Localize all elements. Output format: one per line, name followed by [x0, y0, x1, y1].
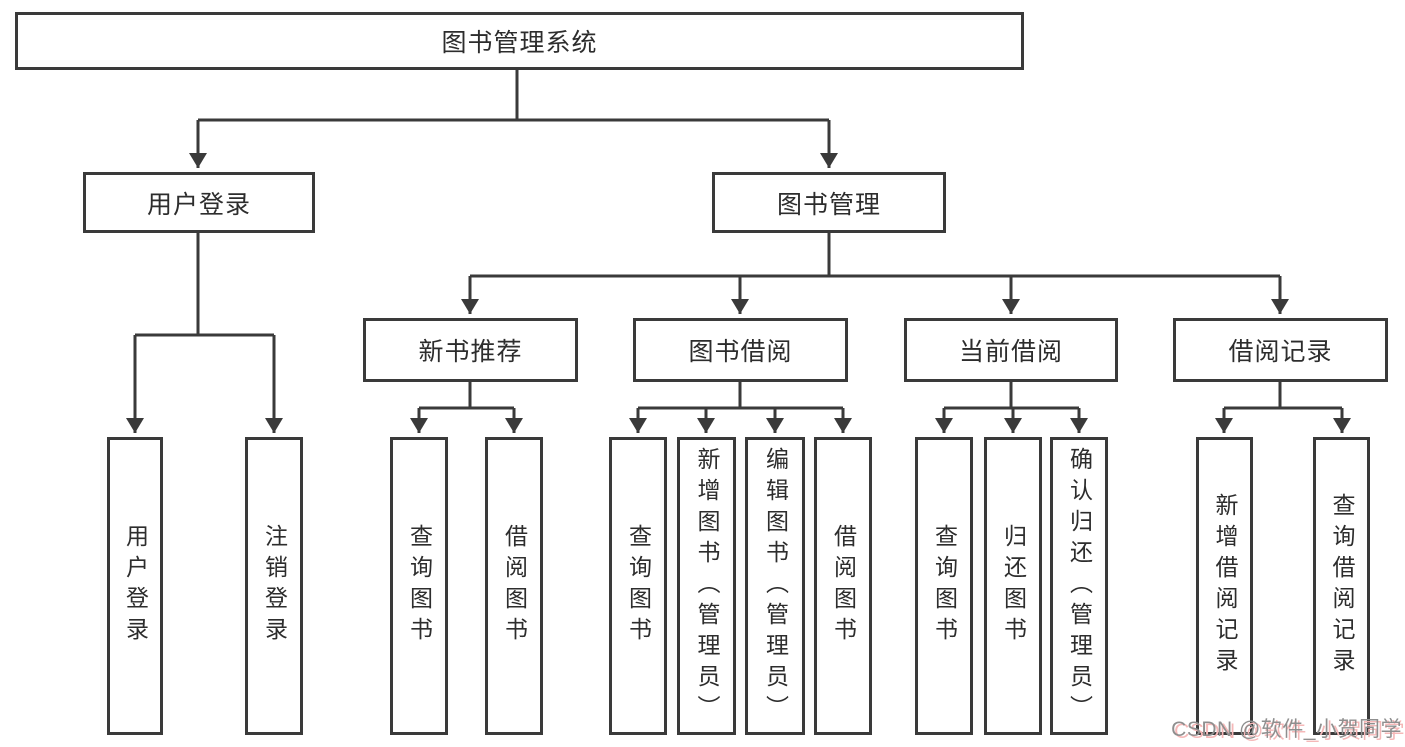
node-root-label: 图书管理系统 — [441, 29, 598, 57]
node-current-borrow: 当前借阅 — [904, 318, 1118, 382]
leaf-query-borrow-record: 查询借阅记录 — [1313, 437, 1370, 735]
node-user-login: 用户登录 — [83, 172, 315, 233]
node-borrow-record: 借阅记录 — [1173, 318, 1388, 382]
node-book-mgmt-label: 图书管理 — [776, 190, 881, 219]
leaf-query-book-current: 查询图书 — [915, 437, 973, 735]
leaf-logout: 注销登录 — [245, 437, 303, 735]
connector-book-borrow-children — [629, 382, 852, 433]
leaf-add-borrow-record: 新增借阅记录 — [1196, 437, 1253, 735]
leaf-edit-book-admin: 编辑图书（管理员） — [745, 437, 805, 735]
connector-borrow-record-children — [1215, 382, 1351, 433]
csdn-watermark: CSDN @软件_小贺同学 — [1171, 718, 1402, 741]
leaf-return-book-label: 归还图书 — [1000, 524, 1027, 648]
connector-new-book-children — [410, 382, 523, 433]
connector-root-to-level2 — [189, 70, 838, 168]
leaf-user-login-label: 用户登录 — [122, 524, 149, 648]
leaf-query-book-recommend: 查询图书 — [390, 437, 448, 735]
leaf-add-book-admin: 新增图书（管理员） — [677, 437, 736, 735]
node-book-mgmt: 图书管理 — [712, 172, 946, 233]
node-new-book-recommend: 新书推荐 — [363, 318, 578, 382]
node-new-book-recommend-label: 新书推荐 — [418, 338, 523, 366]
leaf-query-book-recommend-label: 查询图书 — [406, 524, 433, 648]
leaf-add-book-admin-label: 新增图书（管理员） — [694, 446, 720, 726]
leaf-query-borrow-record-label: 查询借阅记录 — [1329, 493, 1355, 679]
node-borrow-record-label: 借阅记录 — [1228, 338, 1333, 366]
leaf-query-book-borrow-label: 查询图书 — [625, 524, 652, 648]
leaf-query-book-current-label: 查询图书 — [931, 524, 958, 648]
leaf-borrow-book-recommend: 借阅图书 — [485, 437, 543, 735]
node-root: 图书管理系统 — [15, 12, 1024, 70]
node-book-borrow-label: 图书借阅 — [688, 338, 793, 366]
leaf-logout-label: 注销登录 — [261, 524, 288, 648]
connector-book-mgmt-children — [461, 233, 1289, 314]
leaf-confirm-return-admin: 确认归还（管理员） — [1050, 437, 1108, 735]
leaf-query-book-borrow: 查询图书 — [609, 437, 667, 735]
leaf-user-login: 用户登录 — [107, 437, 163, 735]
leaf-edit-book-admin-label: 编辑图书（管理员） — [762, 446, 789, 726]
leaf-return-book: 归还图书 — [984, 437, 1042, 735]
node-user-login-label: 用户登录 — [146, 190, 251, 219]
leaf-borrow-book-recommend-label: 借阅图书 — [501, 524, 528, 648]
connector-current-borrow-children — [935, 382, 1088, 433]
connector-user-login-children — [126, 233, 283, 433]
leaf-borrow-book-label: 借阅图书 — [830, 524, 857, 648]
leaf-add-borrow-record-label: 新增借阅记录 — [1212, 493, 1238, 679]
leaf-borrow-book: 借阅图书 — [814, 437, 872, 735]
leaf-confirm-return-admin-label: 确认归还（管理员） — [1066, 446, 1093, 726]
node-book-borrow: 图书借阅 — [633, 318, 848, 382]
node-current-borrow-label: 当前借阅 — [958, 338, 1063, 366]
